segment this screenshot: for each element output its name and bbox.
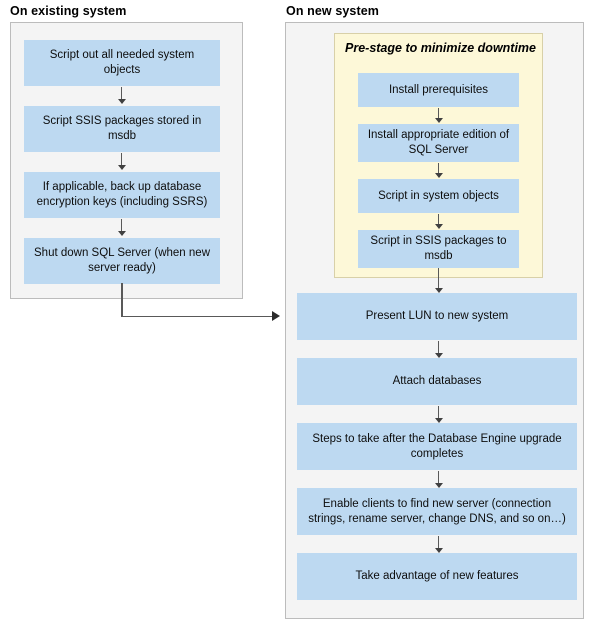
arrow-shaft xyxy=(438,214,440,225)
step-shut-down-sql-server[interactable]: Shut down SQL Server (when new server re… xyxy=(24,238,220,284)
arrow-post-upgrade-to-enable-clients xyxy=(433,471,444,489)
arrow-shaft xyxy=(438,268,440,289)
arrow-head xyxy=(434,548,443,553)
connector-existing-to-new-horizontal xyxy=(121,315,273,318)
arrow-head xyxy=(434,418,443,423)
arrow-head xyxy=(434,224,443,229)
arrow-head xyxy=(434,353,443,358)
arrow-shaft xyxy=(438,406,440,419)
step-script-in-ssis-packages[interactable]: Script in SSIS packages to msdb xyxy=(358,230,519,268)
arrow-enable-clients-to-new-features xyxy=(433,536,444,554)
arrow-attach-to-post-upgrade xyxy=(433,406,444,424)
step-install-prerequisites[interactable]: Install prerequisites xyxy=(358,73,519,107)
arrow-shaft xyxy=(121,87,123,100)
arrow-shaft xyxy=(438,471,440,484)
step-attach-databases[interactable]: Attach databases xyxy=(297,358,577,405)
step-install-edition[interactable]: Install appropriate edition of SQL Serve… xyxy=(358,124,519,162)
step-back-up-encryption-keys[interactable]: If applicable, back up database encrypti… xyxy=(24,172,220,218)
step-script-ssis-packages[interactable]: Script SSIS packages stored in msdb xyxy=(24,106,220,152)
step-script-out-objects[interactable]: Script out all needed system objects xyxy=(24,40,220,86)
arrow-prestage-to-present-lun xyxy=(433,268,444,294)
step-present-lun[interactable]: Present LUN to new system xyxy=(297,293,577,340)
arrow-head xyxy=(117,231,126,236)
connector-existing-to-new-vertical xyxy=(121,283,123,317)
arrow-script-out-to-ssis xyxy=(116,87,127,105)
arrow-prerequisites-to-edition xyxy=(433,108,444,124)
step-enable-clients[interactable]: Enable clients to find new server (conne… xyxy=(297,488,577,535)
arrow-edition-to-system-objects xyxy=(433,163,444,179)
arrow-head xyxy=(117,99,126,104)
arrow-system-objects-to-ssis xyxy=(433,214,444,230)
arrow-head xyxy=(434,173,443,178)
panel-title-new-system: On new system xyxy=(286,4,379,18)
panel-title-existing-system: On existing system xyxy=(10,4,127,18)
connector-existing-to-new-arrowhead xyxy=(272,311,280,321)
step-post-upgrade-steps[interactable]: Steps to take after the Database Engine … xyxy=(297,423,577,470)
arrow-head xyxy=(117,165,126,170)
arrow-shaft xyxy=(438,108,440,119)
step-script-in-system-objects[interactable]: Script in system objects xyxy=(358,179,519,213)
arrow-shaft xyxy=(121,153,123,166)
group-pre-stage-title: Pre-stage to minimize downtime xyxy=(345,41,537,55)
arrow-head xyxy=(434,118,443,123)
arrow-encryption-keys-to-shutdown xyxy=(116,219,127,237)
arrow-head xyxy=(434,288,443,293)
arrow-shaft xyxy=(438,536,440,549)
arrow-ssis-to-encryption-keys xyxy=(116,153,127,171)
arrow-shaft xyxy=(438,341,440,354)
step-new-features[interactable]: Take advantage of new features xyxy=(297,553,577,600)
arrow-shaft xyxy=(438,163,440,174)
arrow-head xyxy=(434,483,443,488)
arrow-present-lun-to-attach xyxy=(433,341,444,359)
arrow-shaft xyxy=(121,219,123,232)
